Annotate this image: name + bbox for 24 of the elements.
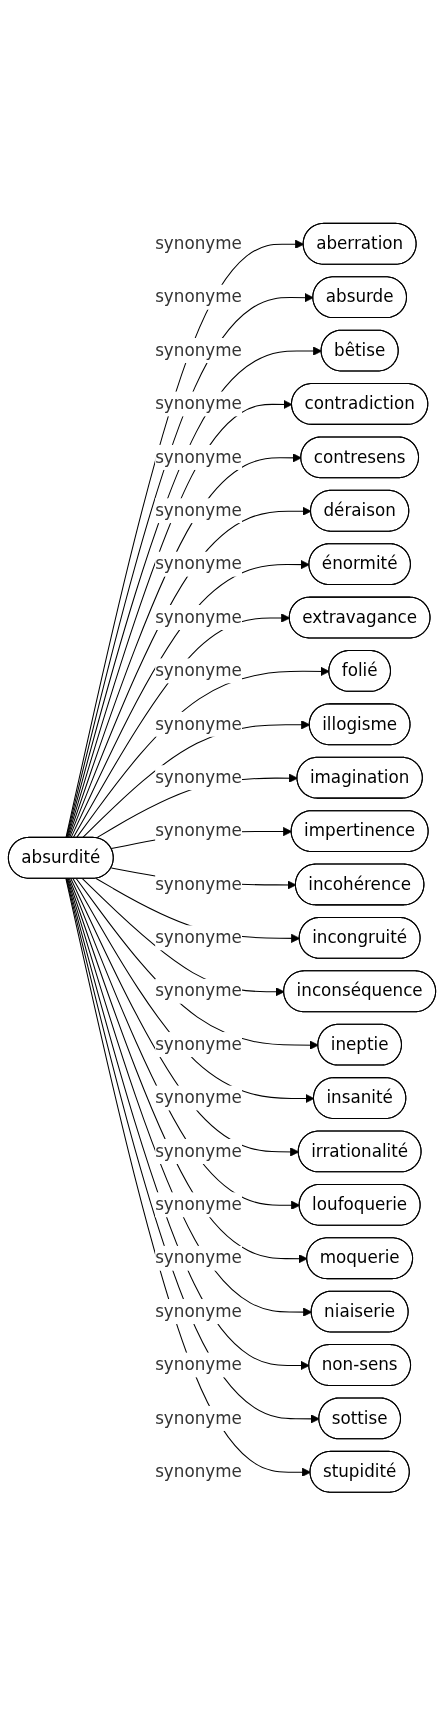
edge-label: synonyme <box>155 393 242 414</box>
edge-label: synonyme <box>155 339 242 360</box>
edge-label: synonyme <box>155 286 242 307</box>
edge-label: synonyme <box>155 233 242 253</box>
edge-label: synonyme <box>155 713 242 734</box>
edge-label: synonyme <box>155 1140 242 1161</box>
edge-label: synonyme <box>155 873 242 894</box>
edge-label: synonyme <box>155 980 242 1001</box>
edge-label: synonyme <box>155 499 242 520</box>
edge-label: synonyme <box>155 1033 242 1054</box>
edge-label: synonyme <box>155 927 242 948</box>
edge-label: synonyme <box>155 553 242 574</box>
edge-label: synonyme <box>155 1354 242 1375</box>
edge-label: synonyme <box>155 660 242 681</box>
edge-label: synonyme <box>155 766 242 787</box>
edge-label: synonyme <box>155 606 242 627</box>
edge-label: synonyme <box>155 820 242 841</box>
edge-label: synonyme <box>155 1247 242 1268</box>
edge-label: synonyme <box>155 1194 242 1214</box>
edge-label: synonyme <box>155 1461 242 1481</box>
edge-label: synonyme <box>155 1407 242 1428</box>
edge-label: synonyme <box>155 1087 242 1108</box>
edge-label: synonyme <box>155 446 242 467</box>
edge-label: synonyme <box>155 1300 242 1321</box>
